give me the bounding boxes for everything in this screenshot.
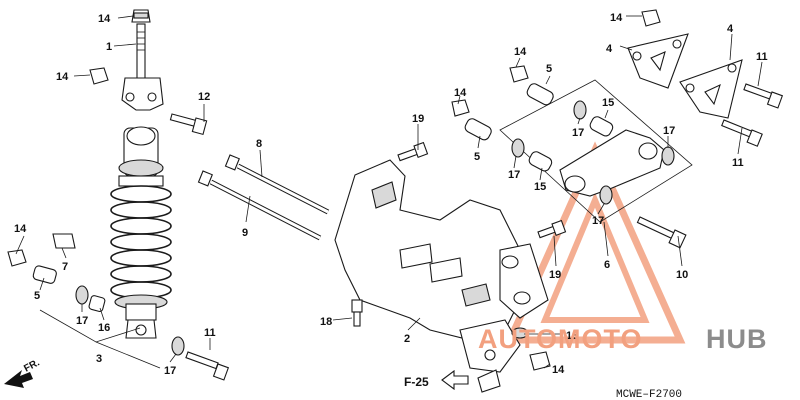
label-tag xyxy=(52,233,76,249)
plate-fasteners xyxy=(636,9,784,249)
callout-14: 14 xyxy=(56,71,69,83)
callout-15: 15 xyxy=(602,97,614,109)
callout-2: 2 xyxy=(404,333,410,345)
watermark-triangle xyxy=(504,141,686,344)
watermark-logo: AUTOMOTO HUB xyxy=(478,324,768,354)
callout-17: 17 xyxy=(592,215,604,227)
callout-8: 8 xyxy=(256,138,262,150)
upper-link-group xyxy=(451,65,693,223)
leader-lines xyxy=(15,15,763,369)
callout-17: 17 xyxy=(76,315,88,327)
callout-9: 9 xyxy=(242,227,248,239)
callout-17: 17 xyxy=(572,127,584,139)
shock-absorber xyxy=(110,9,172,339)
callout-4: 4 xyxy=(606,43,613,55)
callout-7: 7 xyxy=(62,261,68,273)
callout-14: 14 xyxy=(514,46,527,58)
callout-1: 1 xyxy=(106,41,112,53)
plate-right xyxy=(679,59,743,119)
front-direction-label: FR. xyxy=(22,357,42,374)
callout-11: 11 xyxy=(732,157,744,169)
callout-5: 5 xyxy=(546,63,552,75)
callout-11: 11 xyxy=(204,327,216,339)
callout-17: 17 xyxy=(508,169,520,181)
callout-10: 10 xyxy=(676,269,688,281)
callout-3: 3 xyxy=(96,353,102,365)
callout-17: 17 xyxy=(663,125,675,137)
plate-left xyxy=(627,33,689,89)
diagram-code: MCWE–F2700 xyxy=(616,389,682,400)
callout-13: 13 xyxy=(566,330,578,342)
shock-side-nut xyxy=(89,67,109,85)
callout-16: 16 xyxy=(98,322,110,334)
watermark-brand-a: AUTOMOTO xyxy=(478,324,643,354)
callout-14: 14 xyxy=(610,12,623,24)
callout-5: 5 xyxy=(34,290,40,302)
callout-12: 12 xyxy=(198,91,210,103)
watermark-brand-b: HUB xyxy=(706,324,768,354)
callout-14: 14 xyxy=(14,223,27,235)
front-direction-arrow xyxy=(4,370,33,388)
callout-19: 19 xyxy=(549,269,561,281)
shock-bolt xyxy=(169,113,208,136)
callout-14: 14 xyxy=(98,13,111,25)
callout-5: 5 xyxy=(474,151,480,163)
callout-18: 18 xyxy=(320,316,332,328)
long-bolt-upper xyxy=(224,154,330,215)
callout-14: 14 xyxy=(454,87,467,99)
frame-fasteners xyxy=(351,141,567,371)
reference-arrow xyxy=(441,369,469,391)
callout-6: 6 xyxy=(604,259,610,271)
callout-11: 11 xyxy=(756,51,768,63)
callout-17: 17 xyxy=(164,365,176,377)
callout-14: 14 xyxy=(552,364,565,376)
reference-label: F-25 xyxy=(404,375,429,389)
shock-assy-bracket xyxy=(39,309,161,369)
long-bolt-lower xyxy=(197,170,322,241)
callout-19: 19 xyxy=(412,113,424,125)
callout-15: 15 xyxy=(534,181,546,193)
callout-4: 4 xyxy=(727,23,734,35)
callouts: 14 1 14 12 8 9 7 14 5 17 16 3 17 11 5 14… xyxy=(14,12,768,377)
swingarm-frame xyxy=(334,159,549,393)
